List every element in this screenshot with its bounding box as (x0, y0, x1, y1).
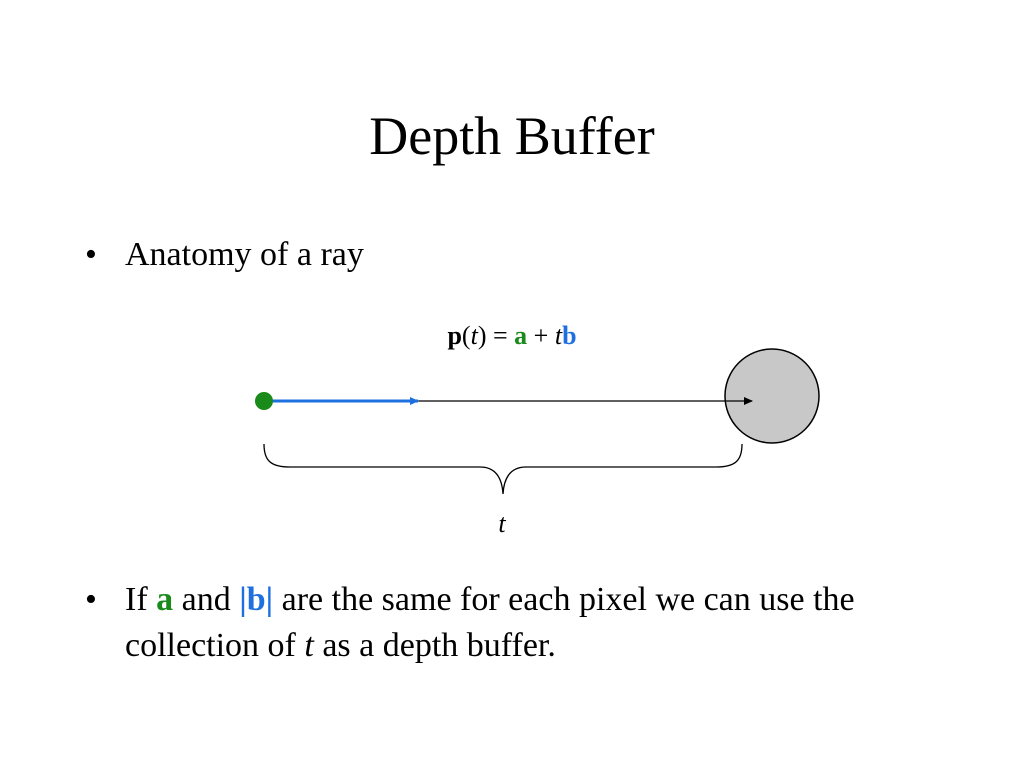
b2-and: and (173, 581, 240, 618)
bullet-text: Anatomy of a ray (125, 236, 364, 273)
b2-rest2: as a depth buffer. (313, 627, 556, 664)
t-brace (263, 443, 743, 495)
b2-rest1: are the same for each pixel we can use t… (125, 581, 855, 664)
ray-equation: p(t) = a + tb (0, 318, 1024, 354)
eq-b: b (562, 321, 577, 350)
eq-t2: t (554, 321, 563, 350)
b2-b-abs: |b| (239, 581, 274, 618)
bullet-marker: • (85, 581, 97, 618)
bullet-depth-buffer: • If a and |b| are the same for each pix… (85, 577, 945, 669)
eq-t: t (470, 321, 478, 350)
bullet-text: If a and |b| are the same for each pixel… (125, 577, 945, 669)
eq-close-eq: ) = (477, 321, 515, 350)
bullet-marker: • (85, 236, 97, 273)
b2-if: If (125, 581, 157, 618)
b2-t: t (304, 627, 314, 664)
b2-a: a (156, 581, 174, 618)
eq-p: p (447, 321, 462, 350)
eq-open-paren: ( (461, 321, 471, 350)
slide-title: Depth Buffer (369, 106, 655, 166)
eq-plus: + (527, 321, 555, 350)
brace-label-t: t (498, 509, 506, 538)
bullet-anatomy: • Anatomy of a ray (85, 232, 945, 278)
origin-point (255, 392, 273, 410)
sphere (724, 348, 820, 444)
eq-a: a (514, 321, 528, 350)
